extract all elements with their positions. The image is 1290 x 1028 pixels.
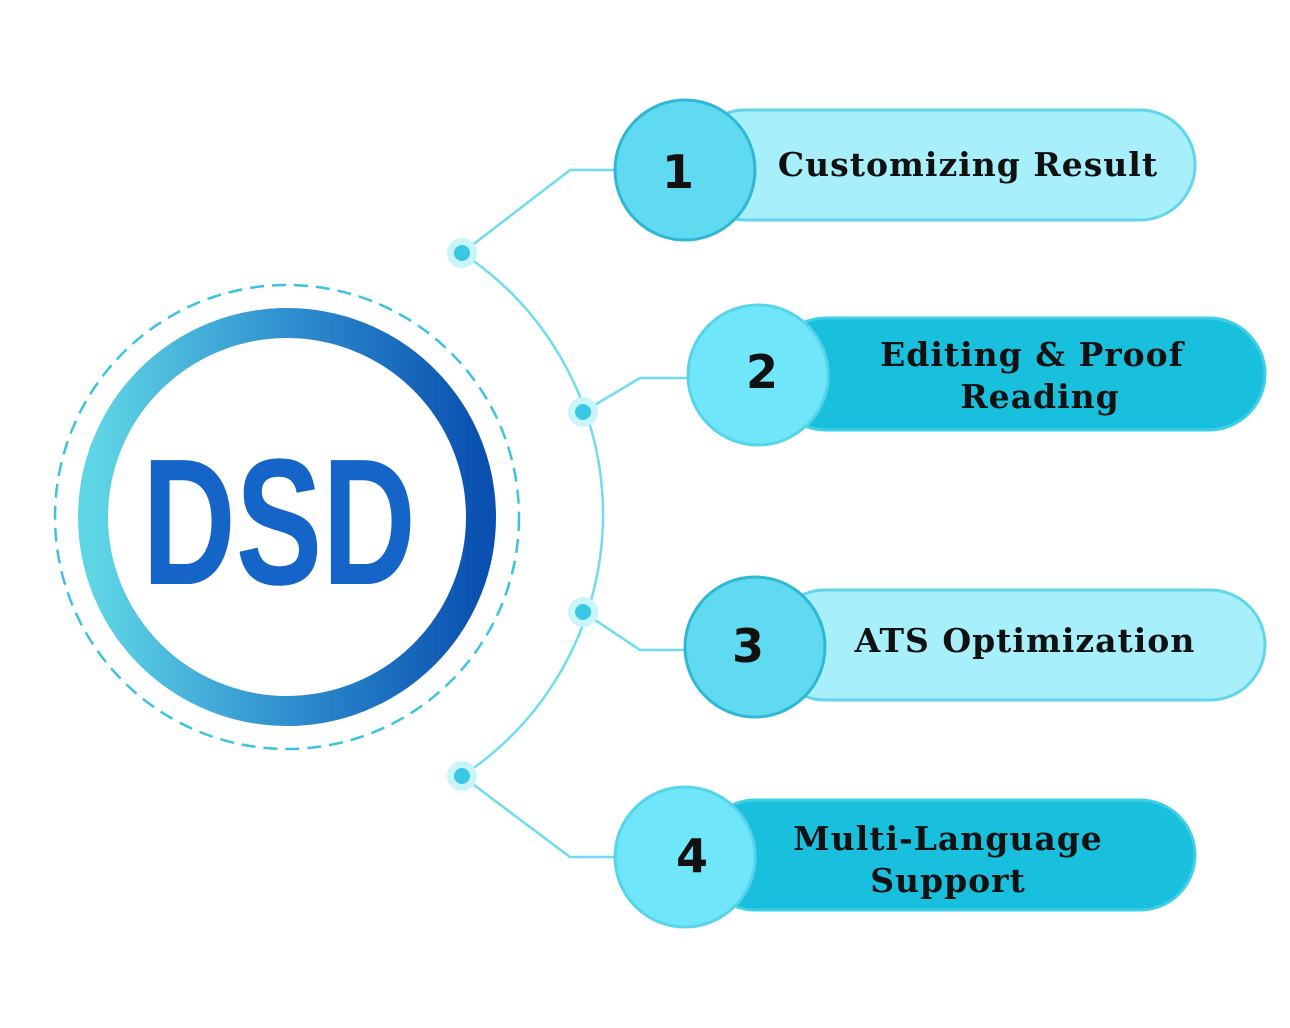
logo-text: DSD (142, 422, 416, 623)
item-label-line-1: Editing & Proof (880, 335, 1185, 374)
item-number: 3 (732, 619, 764, 673)
number-badge (686, 303, 830, 447)
connector-dots (447, 238, 598, 791)
item-label-line-2: Support (870, 861, 1026, 900)
service-item-2: 2 Editing & Proof Reading (686, 303, 1267, 447)
service-item-4: 4 Multi-Language Support (613, 785, 1197, 929)
service-item-1: 1 Customizing Result (613, 98, 1197, 242)
item-label: ATS Optimization (854, 621, 1196, 660)
number-badge (613, 785, 757, 929)
logo-ring (78, 308, 496, 726)
item-label-line-1: Multi-Language (793, 819, 1103, 858)
outer-dashed-circle (53, 283, 521, 751)
item-number: 1 (662, 145, 694, 199)
connector-lines (461, 168, 690, 859)
connector-arc (461, 251, 605, 778)
item-label-line-2: Reading (960, 377, 1119, 416)
number-badge (683, 575, 827, 719)
number-badge (613, 98, 757, 242)
item-number: 4 (676, 829, 708, 883)
item-label: Customizing Result (778, 145, 1158, 184)
item-number: 2 (746, 345, 778, 399)
service-item-3: 3 ATS Optimization (683, 575, 1267, 719)
